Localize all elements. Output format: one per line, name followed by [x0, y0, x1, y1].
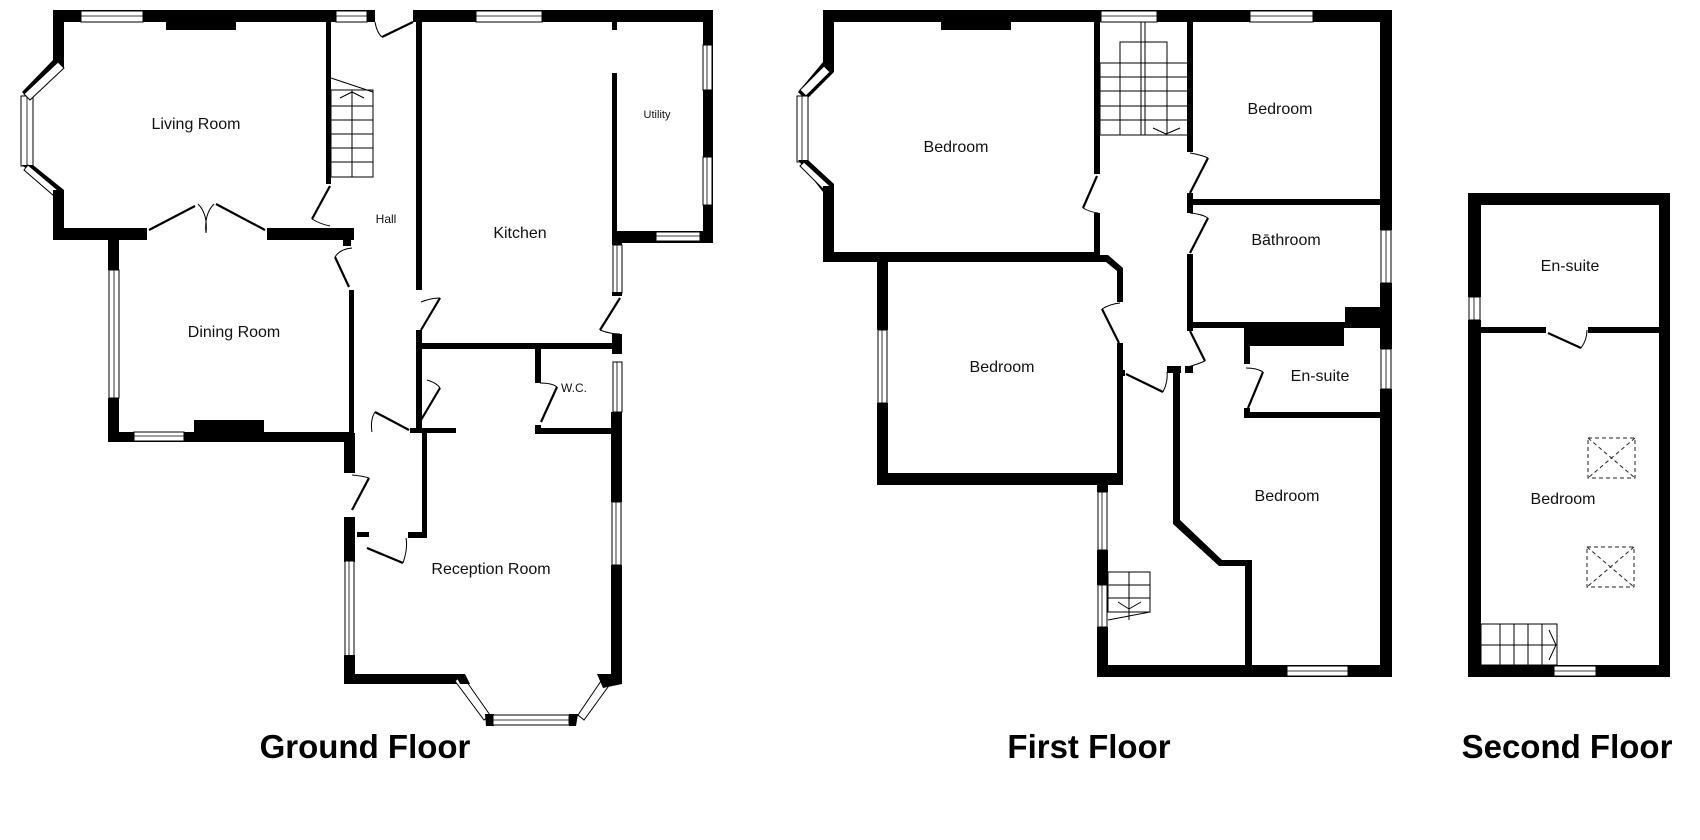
room-label-wc: W.C.: [561, 381, 587, 395]
room-label-bedroom: Bedroom: [1247, 101, 1313, 118]
room-label-reception-room: Reception Room: [431, 561, 551, 578]
room-label-bathroom: Bāthroom: [1251, 232, 1321, 249]
skylight-icon: [1586, 546, 1635, 588]
room-label-bedroom: Bedroom: [1254, 488, 1320, 505]
stairs-icon: [1107, 571, 1151, 621]
room-label-bedroom: Bedroom: [923, 139, 989, 156]
floor-title-second: Second Floor: [1461, 728, 1673, 765]
room-label-en-suite: En-suite: [1290, 368, 1350, 385]
room-label-hall: Hall: [375, 212, 397, 226]
first-floor-plan: [796, 10, 1392, 677]
room-label-living-room: Living Room: [151, 116, 241, 133]
room-label-bedroom: Bedroom: [969, 359, 1035, 376]
room-label-utility: Utility: [643, 109, 671, 121]
room-label-kitchen: Kitchen: [493, 225, 547, 242]
room-label-en-suite: En-suite: [1540, 258, 1600, 275]
room-label-dining-room: Dining Room: [187, 324, 281, 341]
stairs-icon: [330, 77, 374, 178]
ground-floor-plan: [20, 10, 713, 726]
stairs-icon: [1099, 22, 1187, 136]
floor-title-first: First Floor: [1007, 728, 1171, 765]
room-label-bedroom: Bedroom: [1530, 491, 1596, 508]
stairs-icon: [1480, 623, 1558, 666]
skylight-icon: [1587, 437, 1636, 479]
floor-title-ground: Ground Floor: [259, 728, 471, 765]
second-floor-plan: [1468, 193, 1670, 677]
